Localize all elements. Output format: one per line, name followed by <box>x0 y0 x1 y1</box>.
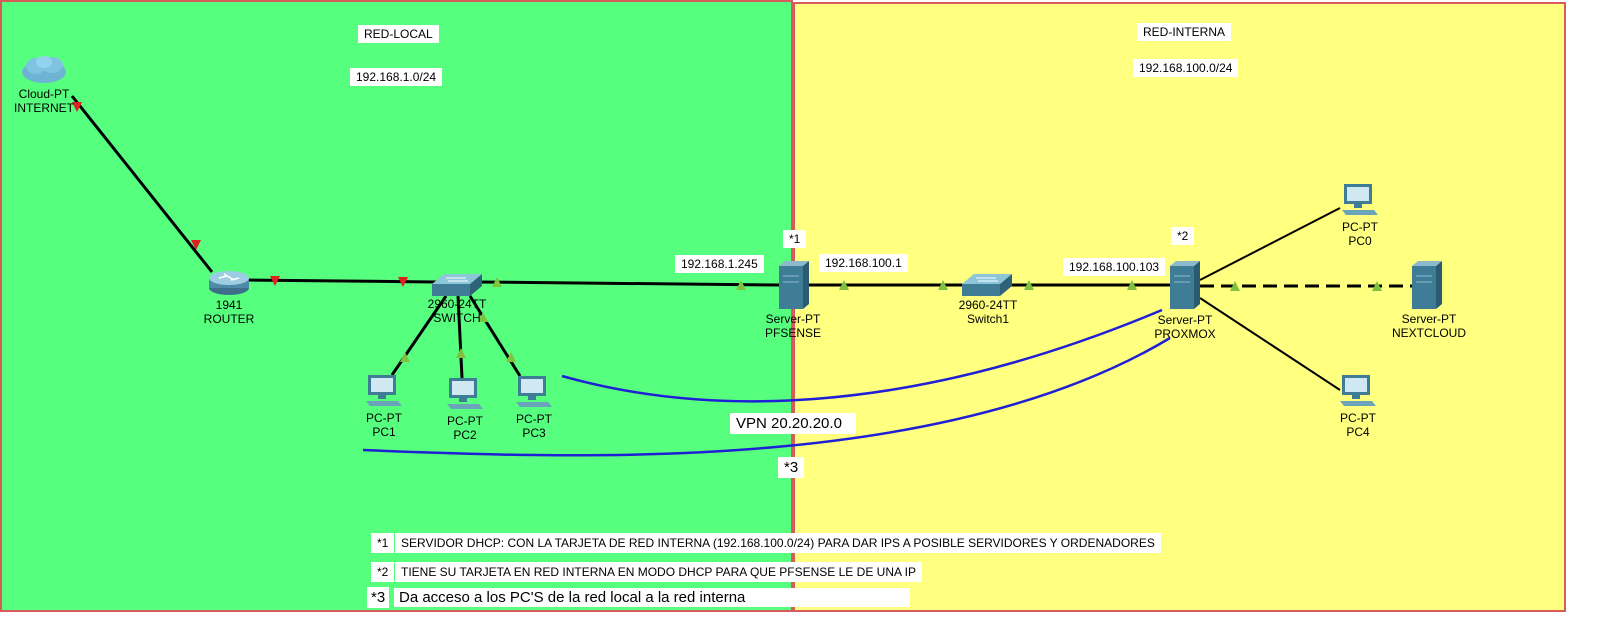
note-1-text: SERVIDOR DHCP: CON LA TARJETA DE RED INT… <box>395 533 1161 553</box>
ip-label-proxmox: 192.168.100.103 <box>1063 258 1166 276</box>
device-name: ROUTER <box>203 312 255 326</box>
link-switch-pc2 <box>456 295 464 379</box>
port-down-marker <box>191 240 201 250</box>
link-switch-pfsense <box>477 280 781 287</box>
device-model: Server-PT <box>1401 312 1457 326</box>
note-3-marker: *3 <box>367 587 390 608</box>
device-model: Cloud-PT <box>18 87 70 101</box>
device-model: PC-PT <box>1340 411 1376 425</box>
port-up-marker <box>456 348 466 358</box>
port-up-marker <box>1230 281 1240 291</box>
port-up-marker <box>1372 281 1382 291</box>
port-up-marker <box>736 280 746 290</box>
device-switch-label[interactable]: 2960-24TT SWITCH <box>419 297 495 325</box>
device-model: PC-PT <box>1342 220 1378 234</box>
note-3-text: Da acceso a los PC'S de la red local a l… <box>394 588 910 607</box>
device-model: Server-PT <box>1157 313 1213 327</box>
device-name: NEXTCLOUD <box>1391 326 1466 340</box>
device-model: 1941 <box>215 298 243 312</box>
port-up-marker <box>839 280 849 290</box>
pc-icon <box>447 378 483 409</box>
device-model: 2960-24TT <box>958 298 1018 312</box>
device-name: PFSENSE <box>764 326 821 340</box>
server-icon <box>1170 261 1200 309</box>
device-name: INTERNET <box>14 101 74 115</box>
pc-icon <box>366 375 402 406</box>
device-cloud-label[interactable]: Cloud-PT INTERNET <box>6 87 82 115</box>
device-name: PC0 <box>1348 234 1372 248</box>
device-switch1-label[interactable]: 2960-24TT Switch1 <box>948 298 1028 326</box>
link-cloud-router <box>70 95 214 273</box>
cloud-icon <box>22 56 66 83</box>
port-down-marker <box>398 277 408 287</box>
vpn-curve-2 <box>362 336 1171 457</box>
device-pc1-label[interactable]: PC-PT PC1 <box>354 411 414 439</box>
zone-local-title: RED-LOCAL <box>358 25 439 43</box>
device-name: PC2 <box>453 428 477 442</box>
port-up-marker <box>1127 280 1137 290</box>
ip-label-pfsense-internal: 192.168.100.1 <box>819 254 908 272</box>
pc-icon <box>1340 375 1376 406</box>
vpn-curve-1 <box>561 308 1163 403</box>
link-proxmox-pc4 <box>1199 297 1341 391</box>
zone-internal-title: RED-INTERNA <box>1137 23 1232 41</box>
vpn-label: VPN 20.20.20.0 <box>730 413 856 434</box>
device-router-label[interactable]: 1941 ROUTER <box>191 298 267 326</box>
port-up-marker <box>506 352 516 362</box>
port-up-marker <box>1024 280 1034 290</box>
device-pc4-label[interactable]: PC-PT PC4 <box>1328 411 1388 439</box>
server-icon <box>1412 261 1442 309</box>
marker-2: *2 <box>1171 227 1195 245</box>
marker-1: *1 <box>783 230 807 248</box>
device-name: Switch1 <box>966 312 1010 326</box>
port-up-marker <box>400 352 410 362</box>
device-name: PC1 <box>372 425 396 439</box>
zone-internal-subnet: 192.168.100.0/24 <box>1133 59 1239 77</box>
ip-label-pfsense-lan: 192.168.1.245 <box>675 255 764 273</box>
device-name: PROXMOX <box>1154 327 1216 341</box>
switch-icon <box>432 274 482 296</box>
device-name: PC4 <box>1346 425 1370 439</box>
link-switch-pc3 <box>468 295 522 377</box>
port-down-marker <box>72 102 82 112</box>
device-nextcloud-label[interactable]: Server-PT NEXTCLOUD <box>1384 312 1474 340</box>
zone-red-local <box>0 0 793 612</box>
device-pc2-label[interactable]: PC-PT PC2 <box>435 414 495 442</box>
device-pc3-label[interactable]: PC-PT PC3 <box>504 412 564 440</box>
device-pc0-label[interactable]: PC-PT PC0 <box>1330 220 1390 248</box>
zone-local-subnet: 192.168.1.0/24 <box>350 68 443 86</box>
switch-icon <box>962 274 1012 296</box>
pc-icon <box>516 376 552 407</box>
device-model: Server-PT <box>765 312 821 326</box>
note-2-text: TIENE SU TARJETA EN RED INTERNA EN MODO … <box>395 562 922 582</box>
device-proxmox-label[interactable]: Server-PT PROXMOX <box>1145 313 1225 341</box>
device-model: PC-PT <box>516 412 552 426</box>
device-name: SWITCH <box>433 311 481 325</box>
note-1-marker: *1 <box>371 533 395 553</box>
device-model: 2960-24TT <box>427 297 487 311</box>
note-2-marker: *2 <box>371 562 395 582</box>
marker-3: *3 <box>778 457 805 478</box>
device-model: PC-PT <box>447 414 483 428</box>
device-pfsense-label[interactable]: Server-PT PFSENSE <box>753 312 833 340</box>
port-down-marker <box>270 276 280 286</box>
pc-icon <box>1342 184 1378 215</box>
port-up-marker <box>938 280 948 290</box>
port-up-marker <box>492 277 502 287</box>
device-model: PC-PT <box>366 411 402 425</box>
port-up-marker <box>478 312 488 322</box>
router-icon <box>209 271 249 295</box>
server-icon <box>779 261 809 309</box>
link-proxmox-pc0 <box>1199 207 1341 281</box>
device-name: PC3 <box>522 426 546 440</box>
